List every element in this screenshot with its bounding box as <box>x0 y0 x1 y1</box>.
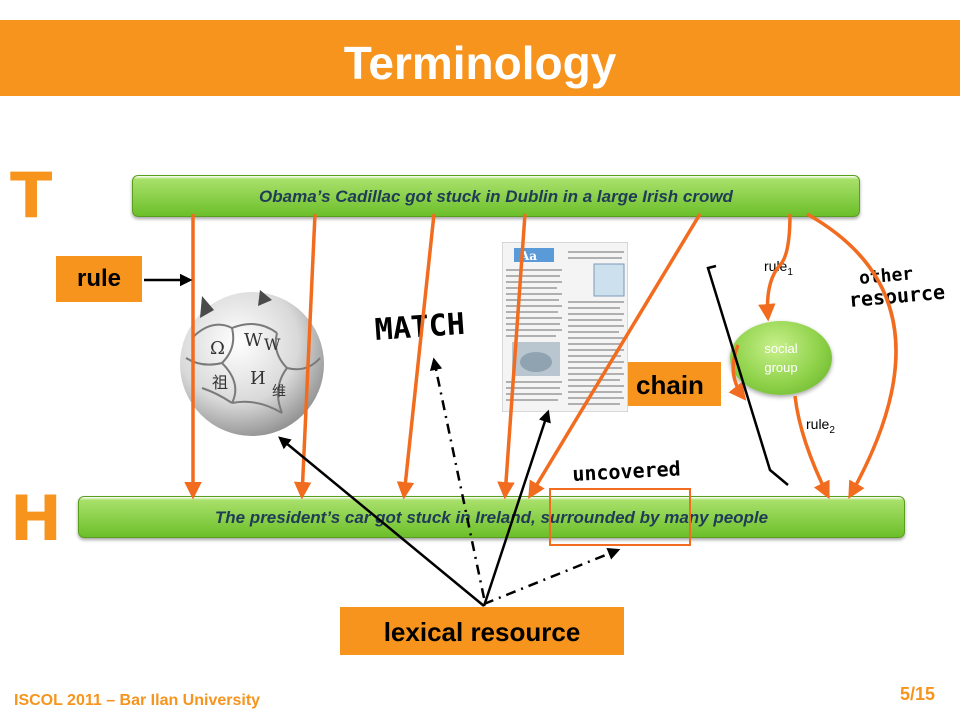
chain-bracket <box>706 264 789 486</box>
wikipedia-globe-icon: Ω W W 祖 И 维 <box>180 290 324 436</box>
lexical-resource-box: lexical resource <box>340 607 624 655</box>
social-group-node: social group <box>730 321 832 395</box>
hypothesis-sentence: The president’s car got stuck in Ireland… <box>214 508 769 527</box>
arrow-lexical-dictionary <box>482 409 551 607</box>
svg-text:W: W <box>264 335 281 354</box>
hypothesis-sentence-bar: The president’s car got stuck in Ireland… <box>78 496 905 538</box>
title-bar: Terminology <box>0 20 960 96</box>
text-sentence: Obama’s Cadillac got stuck in Dublin in … <box>259 187 733 206</box>
footer-left: ISCOL 2011 – Bar Ilan University <box>14 692 261 709</box>
arrow-crowd-social <box>758 213 792 322</box>
arrow-crowd-surrounded <box>528 213 702 499</box>
h-letter: H <box>10 482 62 555</box>
rule2-label: rule2 <box>806 416 835 436</box>
rule-box: rule <box>56 256 142 302</box>
page-number: 5/15 <box>900 684 936 704</box>
arrow-chain-social <box>728 344 747 401</box>
dictionary-page-image: Aa <box>502 242 628 412</box>
svg-text:维: 维 <box>272 384 286 400</box>
slide-title: Terminology <box>343 37 617 89</box>
uncovered-highlight-box <box>549 488 691 546</box>
arrow-social-people <box>793 395 830 500</box>
arrow-lexical-uncovered <box>483 547 621 606</box>
social-group-line1: social <box>764 341 798 356</box>
chain-box: chain <box>619 362 721 406</box>
text-sentence-bar: Obama’s Cadillac got stuck in Dublin in … <box>132 175 860 217</box>
t-letter: T <box>10 159 53 232</box>
arrow-cadillac-car <box>293 213 317 500</box>
social-group-line2: group <box>764 360 798 375</box>
arrow-other-resource <box>806 212 898 500</box>
svg-text:W: W <box>244 330 263 351</box>
svg-text:И: И <box>250 368 266 389</box>
arrow-dublin-ireland <box>497 213 527 500</box>
arrow-lexical-match <box>429 357 486 599</box>
svg-text:祖: 祖 <box>212 373 228 392</box>
arrow-got-stuck <box>396 213 436 500</box>
arrow-lexical-wiki <box>278 436 485 607</box>
svg-text:Ω: Ω <box>210 338 225 359</box>
